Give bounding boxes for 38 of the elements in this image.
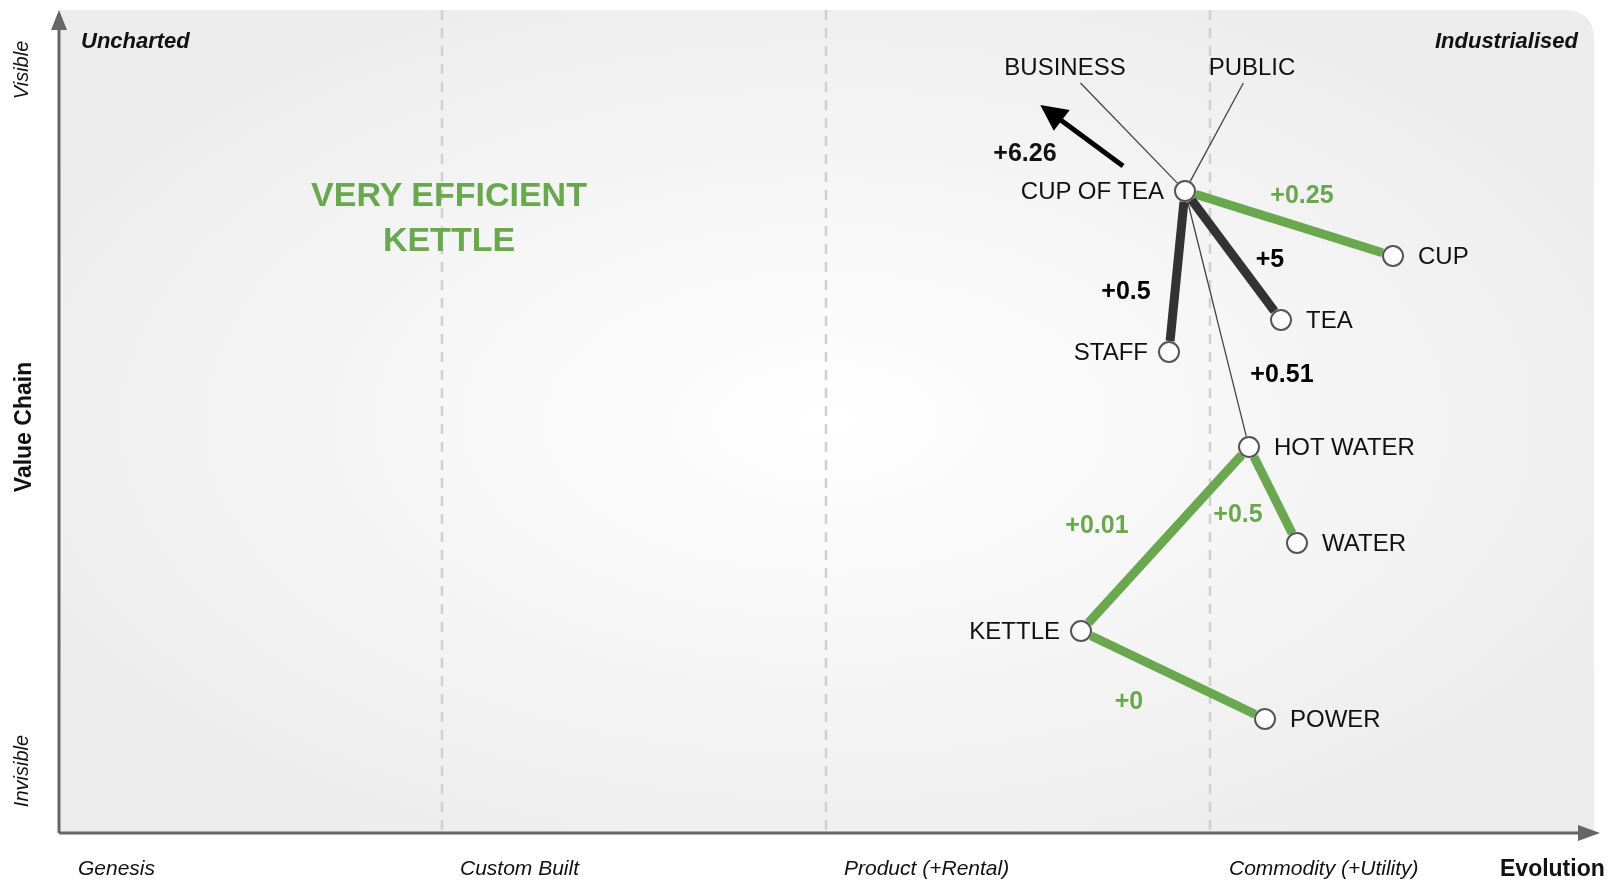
component-label: STAFF xyxy=(1073,338,1148,366)
component-label: POWER xyxy=(1290,705,1381,733)
component-label: KETTLE xyxy=(969,617,1060,645)
stage-label: Product (+Rental) xyxy=(844,856,1010,880)
dependency-link xyxy=(1187,201,1247,437)
axis-label: Visible xyxy=(9,40,33,100)
dependency-line xyxy=(1187,197,1279,314)
stage-label: Genesis xyxy=(78,856,156,880)
axis-label: Invisible xyxy=(9,734,33,808)
edge-label: +0.51 xyxy=(1250,358,1314,388)
component-label: TEA xyxy=(1306,306,1353,334)
component-label: WATER xyxy=(1322,529,1406,557)
axis-title: Evolution xyxy=(1500,855,1605,882)
dependency-line xyxy=(1089,631,1257,719)
change-value: +6.26 xyxy=(993,137,1057,167)
edge-label: +5 xyxy=(1255,243,1285,273)
dependency-line xyxy=(1165,201,1189,342)
quadrant-label: Industrialised xyxy=(1434,28,1578,54)
anchor-label: PUBLIC xyxy=(1208,53,1296,81)
component-label: CUP OF TEA xyxy=(1020,177,1164,205)
edge-label: +0.5 xyxy=(1213,498,1263,528)
edge-label: +0.25 xyxy=(1270,179,1334,209)
edge-label: +0 xyxy=(1114,685,1144,715)
anchor-label: BUSINESS xyxy=(1004,53,1126,81)
dependency-line xyxy=(1249,454,1297,536)
dependency-line xyxy=(1085,452,1245,626)
dependency-line xyxy=(1194,190,1384,257)
axis-title: Value Chain xyxy=(9,361,37,493)
component-label: CUP xyxy=(1418,242,1469,270)
dependency-link xyxy=(1079,82,1178,184)
edge-label: +0.01 xyxy=(1065,509,1129,539)
component-label: HOT WATER xyxy=(1274,433,1415,461)
dependency-link xyxy=(1189,82,1244,182)
stage-label: Custom Built xyxy=(460,856,580,880)
stage-label: Commodity (+Utility) xyxy=(1229,856,1419,880)
annotation-text: VERY EFFICIENT KETTLE xyxy=(310,174,588,260)
edge-label: +0.5 xyxy=(1101,275,1151,305)
quadrant-label: Uncharted xyxy=(81,28,190,54)
